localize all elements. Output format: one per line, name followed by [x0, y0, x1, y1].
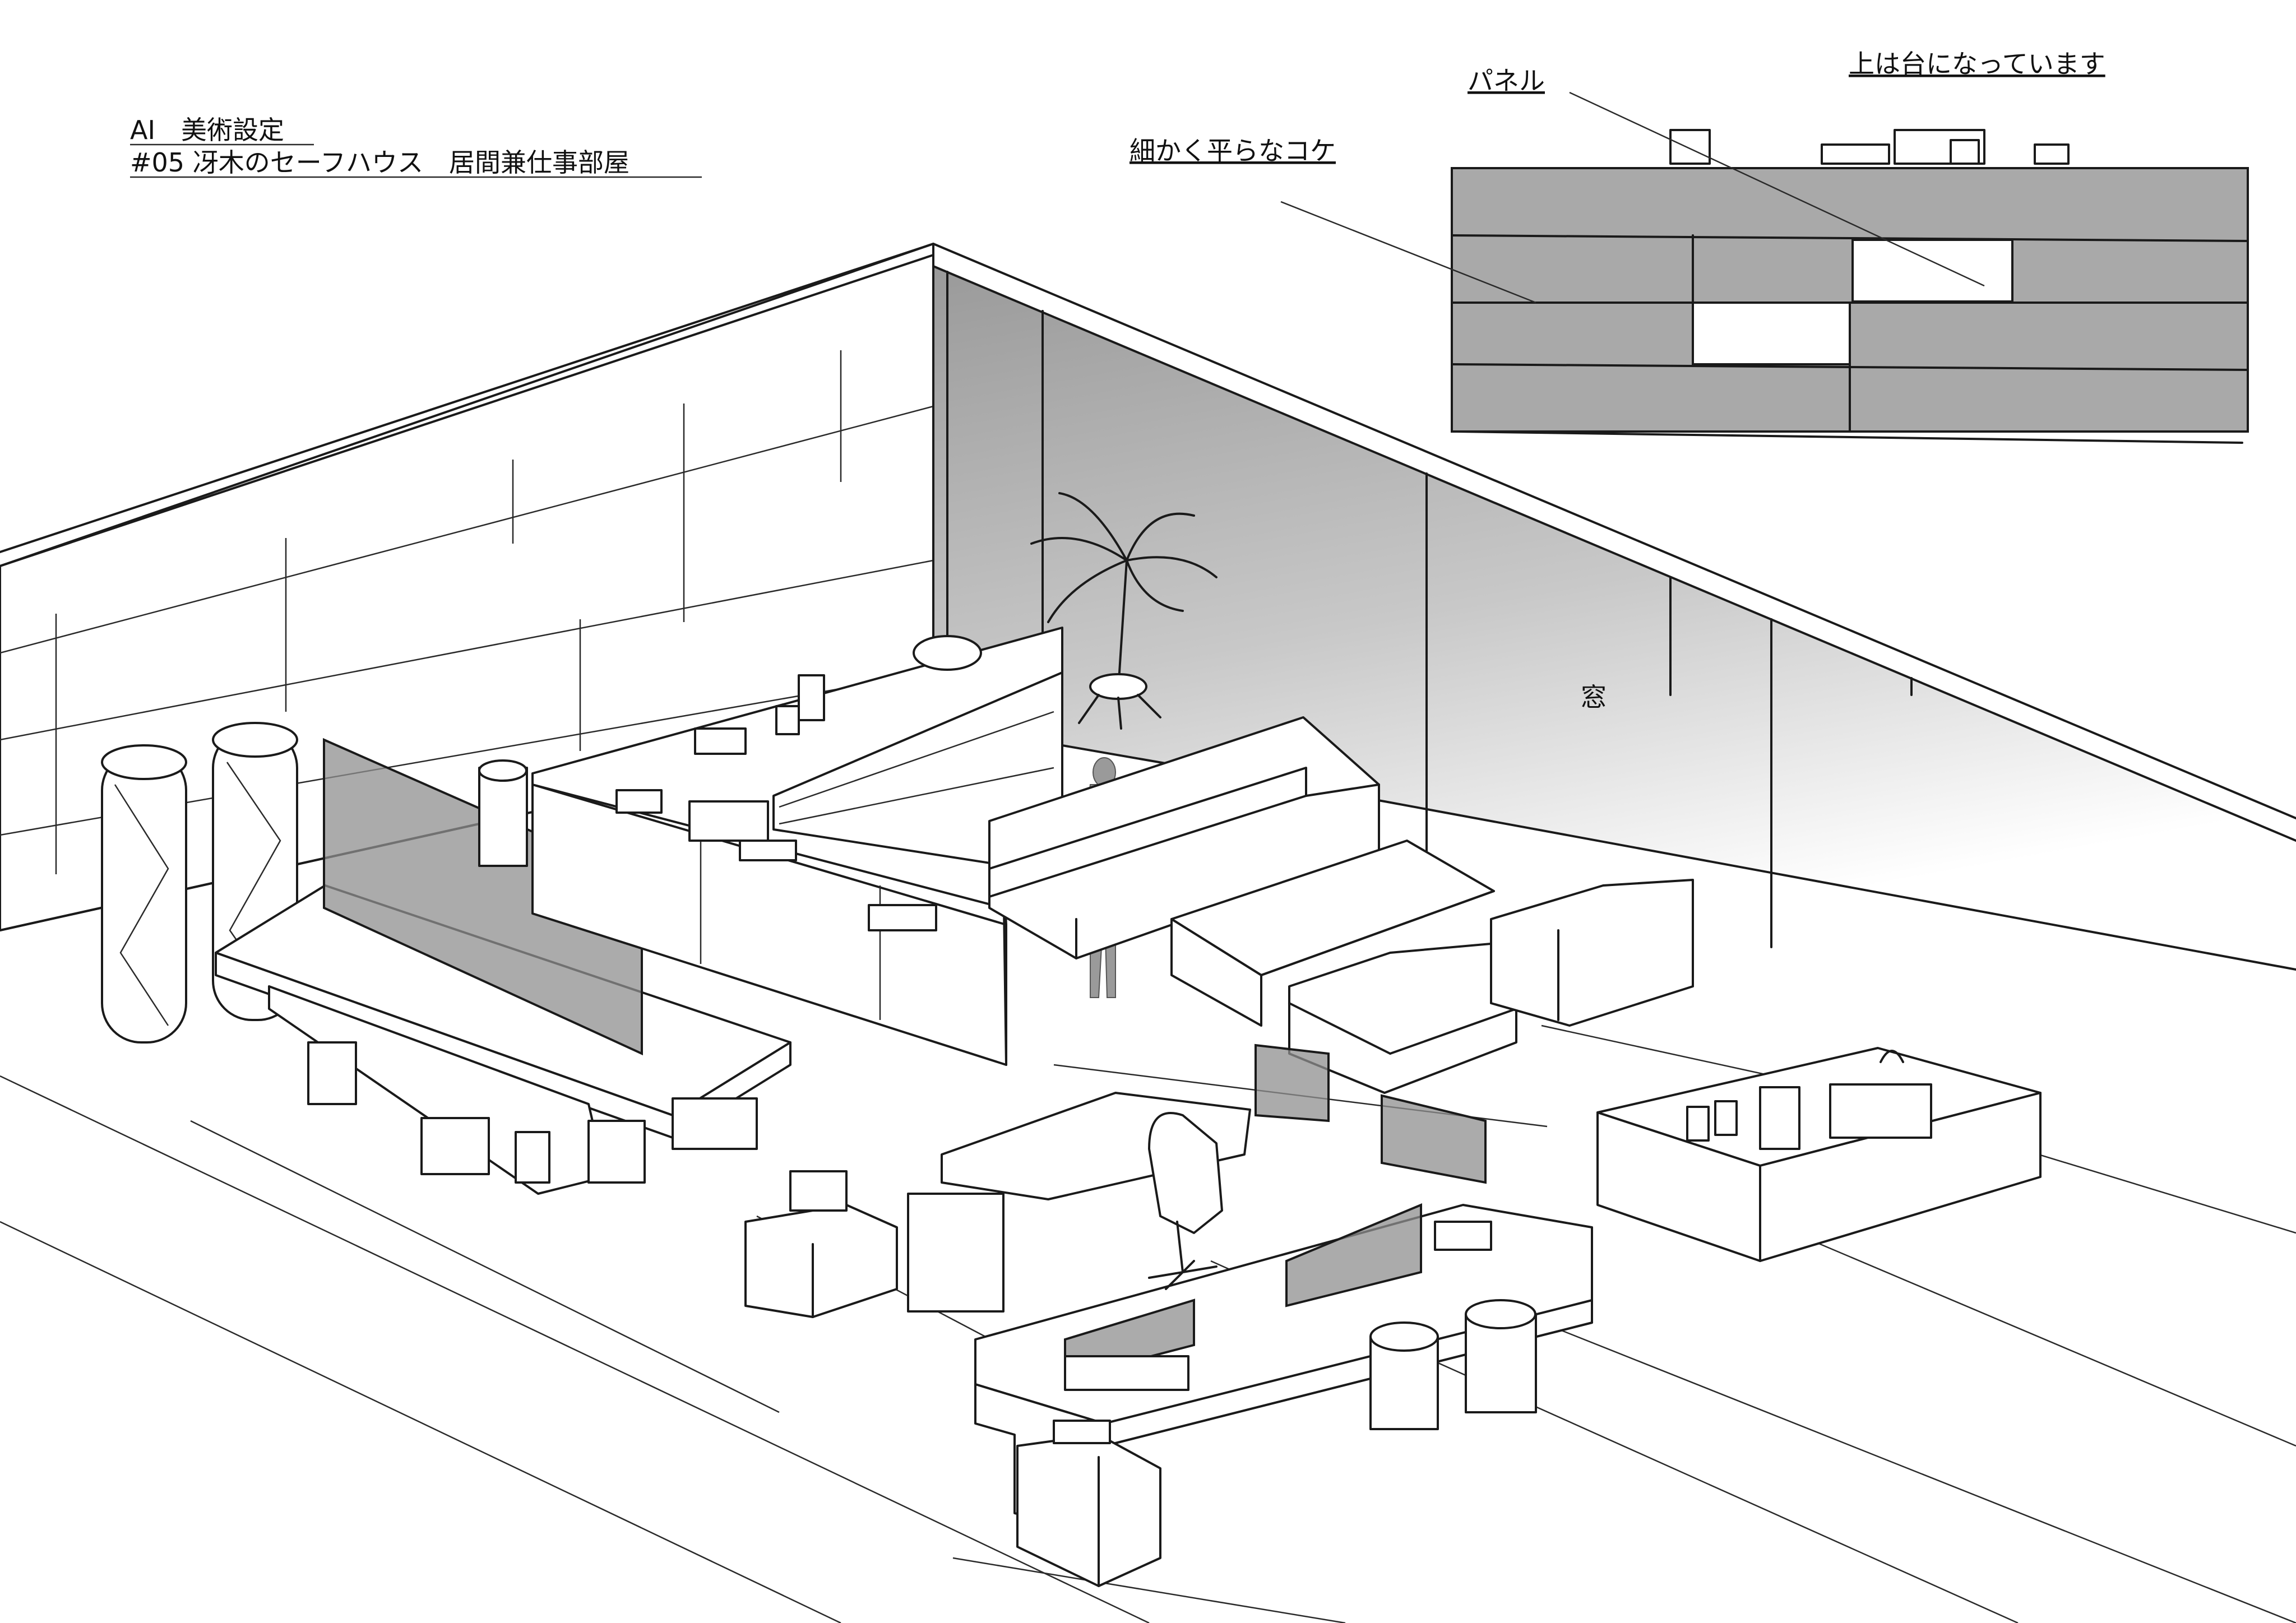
window-label: 窓: [1581, 682, 1607, 712]
plant-icon: [1030, 492, 1218, 730]
moss-note: 細かく平らなコケ: [1130, 136, 1336, 166]
window-wall: 窓: [932, 243, 2296, 970]
panel-callout: パネル: [1468, 66, 1985, 287]
sheet-subtitle: #05 冴木のセーフハウス 居間兼仕事部屋: [130, 147, 629, 178]
stools: [1369, 1299, 1537, 1430]
office-chair-icon: [1148, 1112, 1223, 1290]
sheet-title: AI 美術設定: [130, 115, 284, 145]
side-cart: [744, 1170, 1004, 1318]
armchair-right: [1490, 879, 1694, 1027]
top-note: 上は台になっています: [1849, 49, 2105, 79]
coffee-table: [1170, 840, 1495, 1027]
panel-note: パネル: [1468, 66, 1545, 96]
left-desk: [215, 738, 791, 1195]
kitchen-island: [1596, 1047, 2042, 1262]
moss-panel-elevation: [1451, 129, 2249, 444]
front-cabinet: [1016, 1420, 1161, 1587]
moss-callout: 細かく平らなコケ: [1130, 136, 1536, 304]
